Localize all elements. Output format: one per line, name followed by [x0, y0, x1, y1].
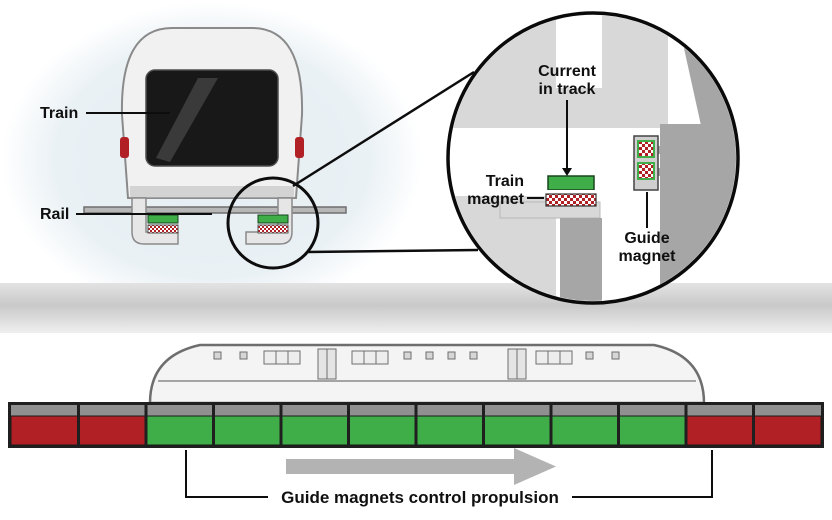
track-segment — [348, 415, 417, 446]
guide-magnet-label-line2: magnet — [619, 248, 677, 265]
right-marker-light — [295, 137, 304, 158]
arrow-head — [514, 448, 556, 485]
left-current-bar — [147, 214, 179, 224]
train-magnet-bar — [545, 193, 597, 207]
zoom-underside-notch — [556, 15, 602, 88]
track-segment — [685, 415, 754, 446]
track-segment — [280, 415, 349, 446]
track-dividers — [77, 403, 755, 446]
magnifier-callout — [226, 70, 479, 270]
zoom-magnet-gap — [544, 190, 598, 194]
zoom-guide-magnet-tab-upper — [656, 146, 664, 154]
guide-magnet-cell-lower — [637, 162, 655, 180]
guide-magnet-label-line1: Guide — [624, 230, 669, 247]
caption-text: Guide magnets control propulsion — [281, 488, 559, 507]
track-segment — [753, 415, 822, 446]
current-label-arrowhead — [562, 168, 572, 176]
train-bumper-band — [130, 186, 294, 198]
side-view: Guide magnets control propulsion — [8, 343, 824, 507]
callout-line-lower — [306, 248, 479, 254]
track-segment — [415, 415, 484, 446]
track — [8, 402, 824, 448]
track-segments — [10, 415, 822, 446]
left-train-magnet — [147, 224, 179, 234]
side-train-windows — [213, 348, 620, 380]
train-magnet-label-line2: magnet — [467, 191, 525, 208]
current-label-line2: in track — [539, 81, 596, 98]
windshield-reflection — [156, 78, 218, 162]
caption-connector-right — [572, 450, 713, 498]
train-label: Train — [40, 105, 78, 122]
track-segment — [618, 415, 687, 446]
propulsion-arrow — [286, 448, 556, 485]
rail-beam — [83, 206, 347, 214]
highlight-circle — [226, 176, 320, 270]
zoom-circle-border — [446, 11, 740, 305]
track-segment — [483, 415, 552, 446]
train-magnet-label-line1: Train — [486, 173, 524, 190]
zoom-inset: Current in track Train magnet Guide magn… — [446, 11, 740, 305]
left-marker-light — [120, 137, 129, 158]
zoom-guide-magnet-tab-lower — [656, 168, 664, 176]
right-train-magnet — [257, 224, 289, 234]
guide-magnet-cell-upper — [637, 140, 655, 158]
propulsion-caption: Guide magnets control propulsion — [185, 450, 713, 507]
rail-label: Rail — [40, 206, 69, 223]
arrow-shaft — [286, 459, 514, 474]
track-segment — [145, 415, 214, 446]
current-label-line1: Current — [538, 63, 596, 80]
front-view: Train Rail — [40, 27, 347, 245]
zoom-guideway-post — [560, 218, 602, 301]
track-segment — [78, 415, 147, 446]
caption-connector-left — [185, 450, 268, 498]
right-current-bar — [257, 214, 289, 224]
callout-line-upper — [292, 70, 475, 188]
guide-magnet-assembly — [633, 135, 659, 191]
right-magnet-assembly — [257, 214, 289, 234]
track-segment — [213, 415, 282, 446]
track-segment — [550, 415, 619, 446]
ground-strip — [0, 283, 832, 333]
current-in-track-bar — [547, 175, 595, 191]
track-segment — [10, 415, 79, 446]
